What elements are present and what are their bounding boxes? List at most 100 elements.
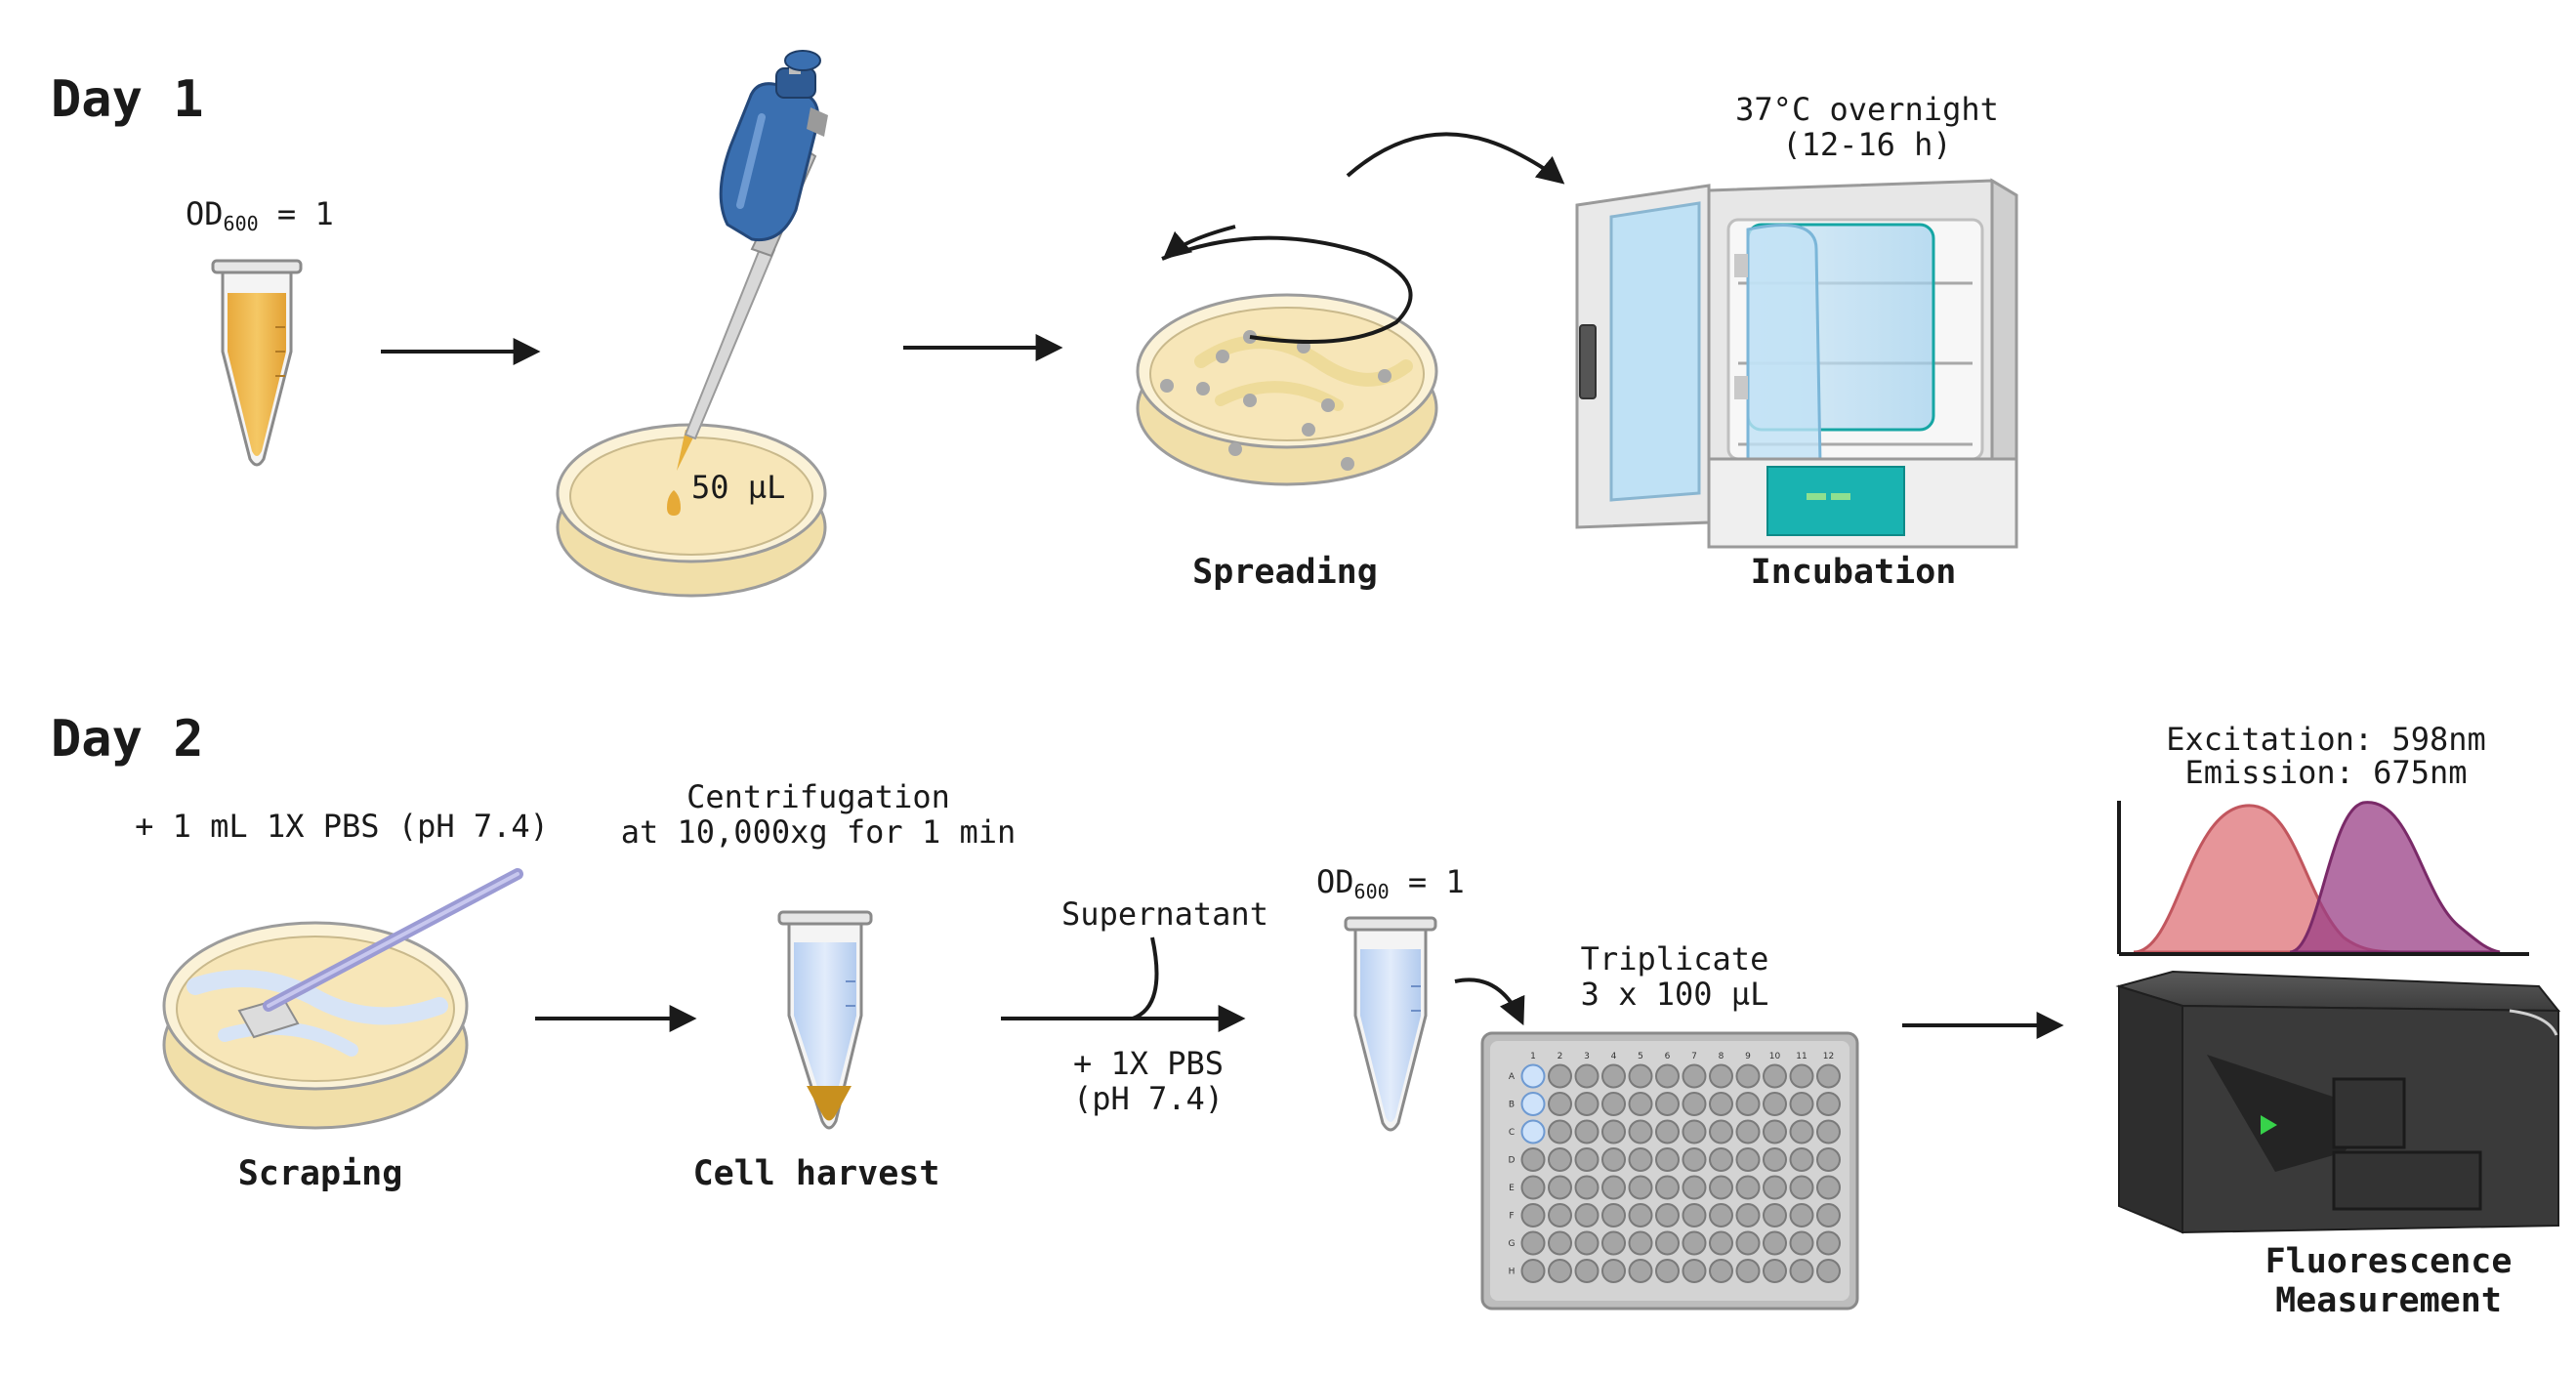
- empty-well: [1574, 1147, 1600, 1172]
- centrifuge-tube-icon: [777, 910, 873, 1130]
- empty-well: [1574, 1092, 1600, 1116]
- plate-row-label: G: [1509, 1239, 1516, 1249]
- empty-well: [1763, 1259, 1787, 1283]
- plate-row-label: D: [1509, 1156, 1516, 1166]
- empty-well: [1789, 1119, 1814, 1144]
- empty-well: [1682, 1092, 1707, 1116]
- plate-column-label: 7: [1691, 1052, 1697, 1061]
- empty-well: [1709, 1119, 1733, 1144]
- triplicate-line1: Triplicate: [1580, 940, 1769, 978]
- empty-well: [1601, 1147, 1626, 1172]
- plate-row-label: B: [1509, 1101, 1515, 1110]
- od-prefix: OD: [186, 195, 224, 232]
- plate-column-label: 9: [1745, 1052, 1751, 1061]
- plate-column-label: 4: [1611, 1052, 1617, 1061]
- empty-well: [1682, 1147, 1707, 1172]
- fluorescence-line2: Measurement: [2275, 1281, 2502, 1320]
- pbs-resuspend-line1: + 1X PBS: [1072, 1045, 1225, 1082]
- od-suffix: = 1: [1389, 863, 1465, 900]
- plate-column-label: 6: [1665, 1052, 1671, 1061]
- volume-label: 50 µL: [691, 469, 786, 506]
- empty-well: [1763, 1203, 1787, 1227]
- empty-well: [1574, 1175, 1600, 1200]
- od-suffix: = 1: [258, 195, 334, 232]
- empty-well: [1763, 1175, 1787, 1200]
- plate-row-label: C: [1509, 1128, 1515, 1138]
- plate-column-label: 11: [1796, 1052, 1807, 1061]
- spectrum-plot: [2117, 801, 2529, 956]
- plate-column-label: 5: [1638, 1052, 1643, 1061]
- empty-well: [1816, 1259, 1841, 1283]
- empty-well: [1735, 1230, 1761, 1256]
- empty-well: [1628, 1092, 1653, 1116]
- od-tube-icon: [1344, 916, 1437, 1132]
- od-prefix: OD: [1316, 863, 1354, 900]
- empty-well: [1709, 1203, 1733, 1227]
- empty-well: [1709, 1259, 1733, 1283]
- filled-well: [1520, 1119, 1546, 1144]
- empty-well: [1816, 1230, 1841, 1256]
- empty-well: [1682, 1230, 1707, 1256]
- empty-well: [1655, 1203, 1680, 1227]
- empty-well: [1682, 1175, 1707, 1200]
- empty-well: [1520, 1175, 1546, 1200]
- empty-well: [1574, 1203, 1600, 1227]
- empty-well: [1548, 1259, 1572, 1283]
- empty-well: [1816, 1175, 1841, 1200]
- plate-column-label: 10: [1769, 1052, 1781, 1061]
- empty-well: [1655, 1063, 1680, 1089]
- pipette-icon: [677, 50, 828, 471]
- empty-well: [1628, 1259, 1653, 1283]
- plate-reader-icon: [2115, 970, 2561, 1234]
- empty-well: [1763, 1063, 1787, 1089]
- empty-well: [1655, 1175, 1680, 1200]
- empty-well: [1655, 1147, 1680, 1172]
- emission-peak: [2289, 801, 2501, 954]
- empty-well: [1628, 1175, 1653, 1200]
- day1-title: Day 1: [51, 70, 204, 129]
- supernatant-arrow: [1001, 936, 1246, 1032]
- incubation-condition-line1: 37°C overnight: [1735, 91, 1999, 128]
- empty-well: [1628, 1230, 1653, 1256]
- empty-well: [1601, 1259, 1626, 1283]
- centrifugation-line2: at 10,000xg for 1 min: [620, 813, 1017, 851]
- day2-title: Day 2: [51, 710, 204, 769]
- fluorescence-line1: Fluorescence: [2264, 1242, 2513, 1281]
- empty-well: [1735, 1203, 1761, 1227]
- day2-od-label: OD600 = 1: [1316, 863, 1465, 903]
- triplicate-line2: 3 x 100 µL: [1580, 976, 1769, 1013]
- empty-well: [1789, 1259, 1814, 1283]
- empty-well: [1548, 1147, 1572, 1172]
- incubation-condition-line2: (12-16 h): [1782, 126, 1952, 163]
- plate-column-label: 1: [1530, 1052, 1536, 1061]
- empty-well: [1574, 1259, 1600, 1283]
- empty-well: [1520, 1230, 1546, 1256]
- empty-well: [1682, 1259, 1707, 1283]
- empty-well: [1816, 1203, 1841, 1227]
- empty-well: [1709, 1230, 1733, 1256]
- empty-well: [1628, 1063, 1653, 1089]
- empty-well: [1655, 1119, 1680, 1144]
- empty-well: [1816, 1147, 1841, 1172]
- harvest-caption: Cell harvest: [692, 1154, 940, 1193]
- empty-well: [1574, 1119, 1600, 1144]
- empty-well: [1789, 1092, 1814, 1116]
- empty-well: [1735, 1063, 1761, 1089]
- empty-well: [1789, 1230, 1814, 1256]
- incubation-caption: Incubation: [1750, 553, 1957, 592]
- empty-well: [1548, 1230, 1572, 1256]
- empty-well: [1763, 1119, 1787, 1144]
- empty-well: [1520, 1259, 1546, 1283]
- scraping-dish-icon: [162, 868, 523, 1130]
- empty-well: [1520, 1147, 1546, 1172]
- empty-well: [1548, 1063, 1572, 1089]
- centrifugation-line1: Centrifugation: [686, 778, 950, 815]
- empty-well: [1601, 1092, 1626, 1116]
- scraping-caption: Scraping: [237, 1154, 403, 1193]
- empty-well: [1655, 1230, 1680, 1256]
- empty-well: [1709, 1175, 1733, 1200]
- empty-well: [1601, 1063, 1626, 1089]
- culture-tube-icon: [211, 259, 303, 467]
